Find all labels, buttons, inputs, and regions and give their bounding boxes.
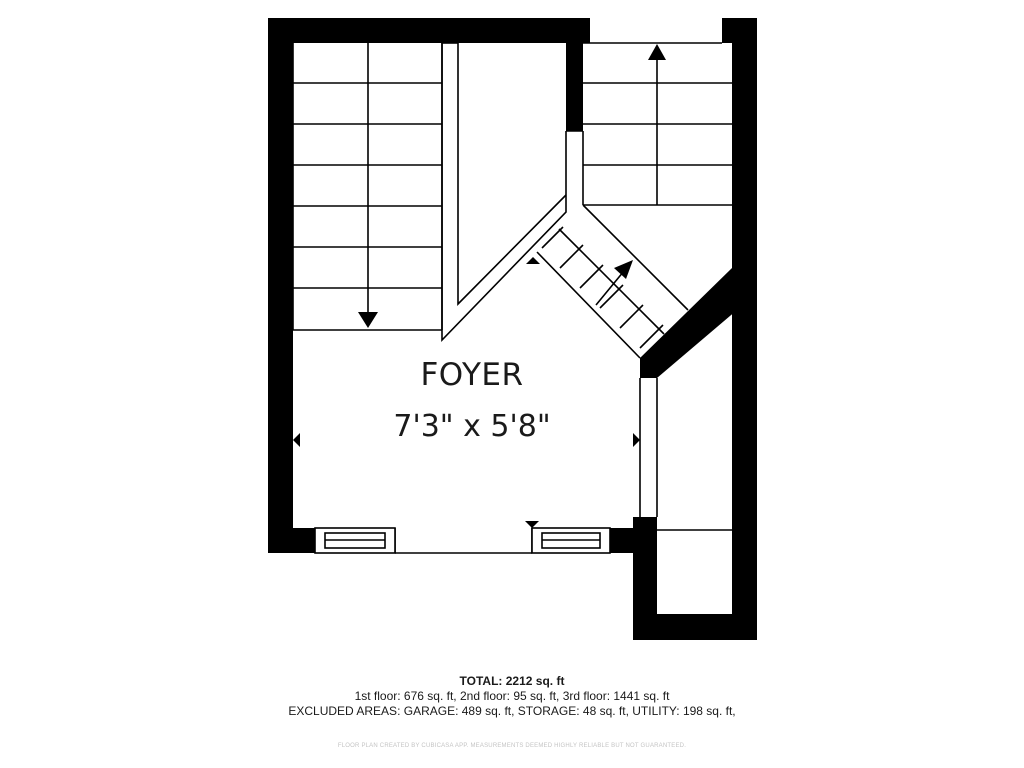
partitions: [292, 42, 732, 554]
marker-bottom: [525, 521, 539, 528]
marker-right: [633, 433, 640, 447]
wall-right: [732, 18, 757, 640]
diagonal-stair-arrow: [614, 260, 633, 279]
area-summary: TOTAL: 2212 sq. ft 1st floor: 676 sq. ft…: [0, 674, 1024, 719]
left-stair-treads: [293, 43, 442, 314]
wall-left: [268, 18, 293, 553]
room-name: FOYER: [420, 357, 523, 393]
excluded-areas: EXCLUDED AREAS: GARAGE: 489 sq. ft, STOR…: [288, 704, 736, 718]
wall-closet-bottom: [633, 614, 757, 640]
diagonal-stair-treads: [541, 226, 665, 349]
floor-areas: 1st floor: 676 sq. ft, 2nd floor: 95 sq.…: [354, 689, 670, 703]
window-left: [314, 527, 396, 554]
right-stair-treads: [583, 60, 732, 205]
wall-bottom-left-stub: [268, 528, 315, 553]
wall-top-left: [268, 18, 590, 43]
credit-line: FLOOR PLAN CREATED BY CUBICASA APP. MEAS…: [337, 743, 687, 749]
stair-up-arrow: [648, 44, 666, 60]
marker-left: [293, 433, 300, 447]
stair-down-arrow: [358, 312, 378, 328]
wall-diagonal: [640, 268, 757, 378]
window-right: [531, 527, 611, 554]
markers: [293, 257, 640, 528]
marker-diagonal: [526, 257, 540, 264]
total-area: TOTAL: 2212 sq. ft: [459, 674, 565, 688]
wall-center-post: [566, 18, 583, 131]
wall-right-top-cap: [722, 18, 757, 43]
room-dimensions: 7'3" x 5'8": [393, 409, 550, 444]
walls: [268, 18, 757, 640]
